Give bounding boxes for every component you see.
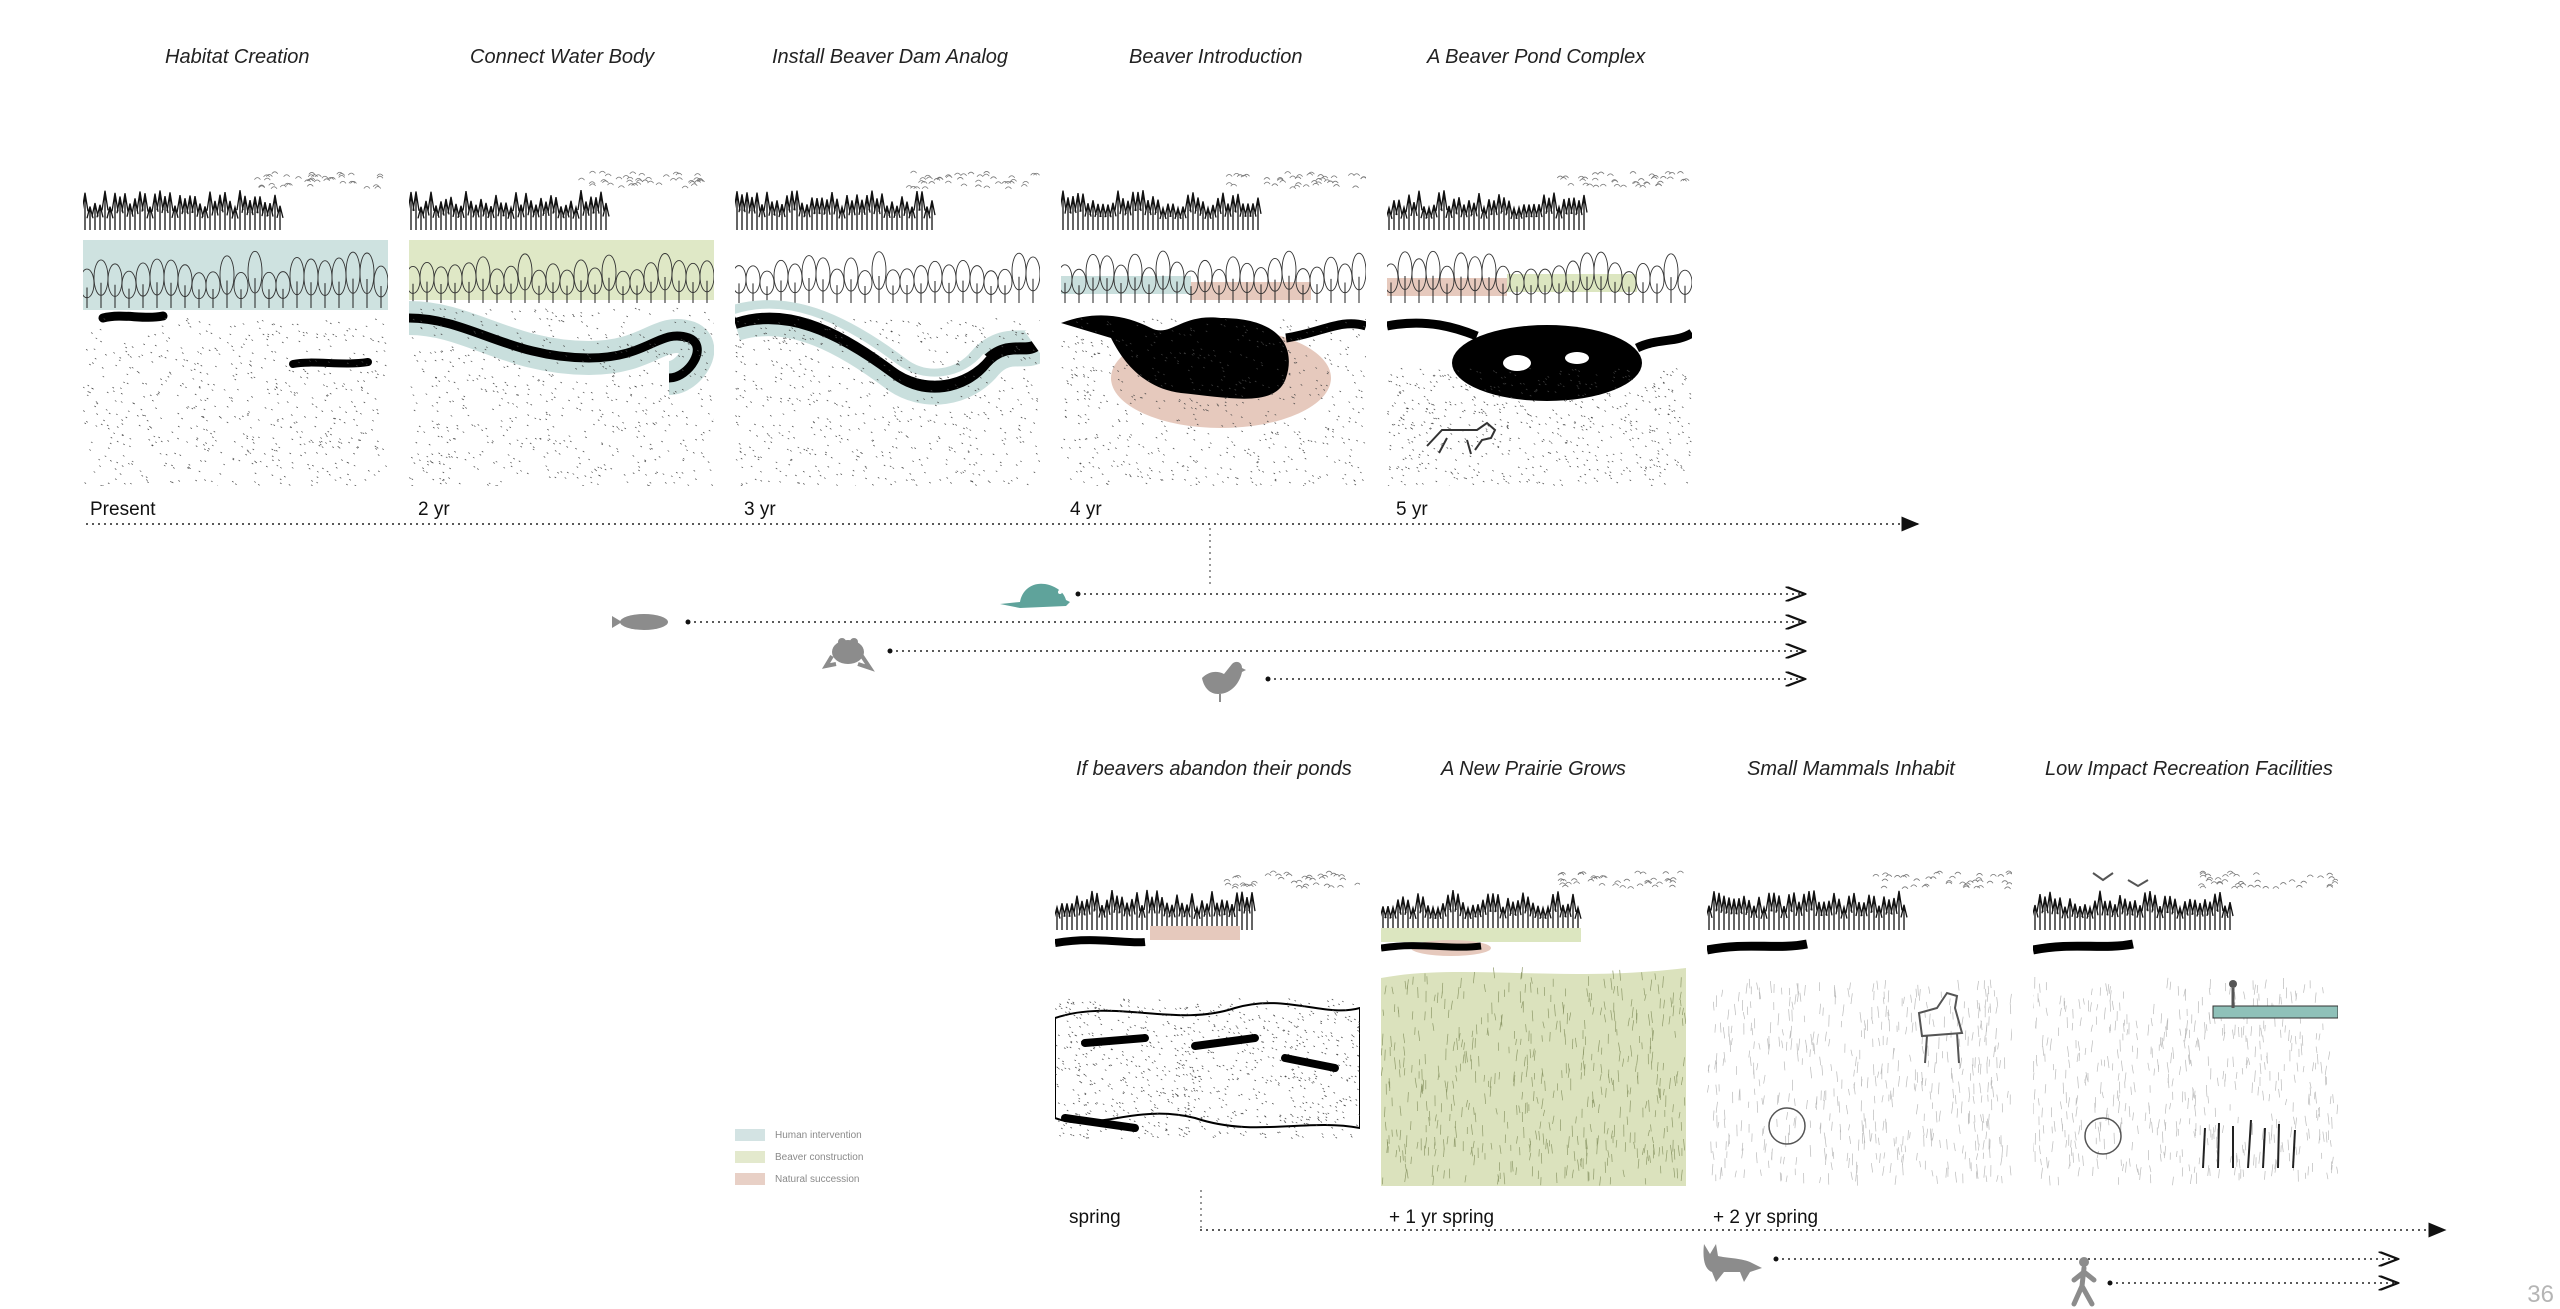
illustration-new-prairie-grows [1381,870,1686,1186]
frog-icon [821,638,875,672]
stage-title-beavers-abandon-ponds: If beavers abandon their ponds [1076,758,1352,780]
illustration-low-impact-recreation [2033,870,2338,1186]
stage-title-small-mammals-inhabit: Small Mammals Inhabit [1747,758,1955,780]
deer-sketch [1917,991,1964,1064]
panel-new-prairie-grows [1381,868,1686,1186]
time-label-plus-2yr-spring: + 2 yr spring [1713,1207,1819,1228]
stage-title-connect-water-body: Connect Water Body [470,46,655,68]
legend-item-beaver-construction: Beaver construction [735,1146,863,1168]
stage-title-low-impact-recreation: Low Impact Recreation Facilities [2045,758,2333,780]
illustration-small-mammals-inhabit [1707,870,2012,1186]
fish-icon [612,614,668,630]
illustration-habitat-creation [83,171,388,486]
illustration-beaver-introduction [1061,171,1366,486]
time-label-4yr: 4 yr [1070,499,1102,520]
panel-habitat-creation [83,168,388,486]
time-label-present: Present [90,499,156,520]
legend-item-human-intervention: Human intervention [735,1124,863,1146]
beaver-icon [1000,583,1070,608]
illustration-beaver-pond-complex [1387,171,1692,486]
panel-beaver-pond-complex [1387,168,1692,486]
duck-icon [1202,661,1246,702]
legend-swatch [735,1151,765,1163]
stage-title-beaver-introduction: Beaver Introduction [1129,46,1303,68]
panel-beaver-introduction [1061,168,1366,486]
time-label-plus-1yr-spring: + 1 yr spring [1389,1207,1495,1228]
panel-install-beaver-dam-analog [735,168,1040,486]
panel-beavers-abandon-ponds [1055,868,1360,1186]
time-label-2yr: 2 yr [418,499,450,520]
legend-swatch [735,1173,765,1185]
legend: Human intervention Beaver construction N… [735,1124,863,1190]
legend-item-natural-succession: Natural succession [735,1168,863,1190]
stage-title-install-beaver-dam-analog: Install Beaver Dam Analog [772,46,1009,68]
legend-label: Beaver construction [775,1151,864,1163]
legend-label: Human intervention [775,1129,862,1141]
panel-low-impact-recreation [2033,868,2338,1186]
legend-swatch [735,1129,765,1141]
page-number: 36 [2527,1281,2554,1308]
hiker-icon [2071,1257,2097,1307]
time-label-5yr: 5 yr [1396,499,1428,520]
stage-title-new-prairie-grows: A New Prairie Grows [1441,758,1626,780]
stage-title-beaver-pond-complex: A Beaver Pond Complex [1427,46,1646,68]
illustration-beavers-abandon-ponds [1055,870,1360,1140]
fox-icon [1703,1244,1762,1282]
panel-small-mammals-inhabit [1707,868,2012,1186]
illustration-connect-water-body [409,170,714,486]
legend-label: Natural succession [775,1173,860,1185]
time-label-3yr: 3 yr [744,499,776,520]
time-label-spring: spring [1069,1207,1121,1228]
panel-connect-water-body [409,168,714,486]
stage-title-habitat-creation: Habitat Creation [165,46,310,68]
illustration-install-beaver-dam-analog [735,170,1040,486]
fox-sketch [1426,421,1497,455]
